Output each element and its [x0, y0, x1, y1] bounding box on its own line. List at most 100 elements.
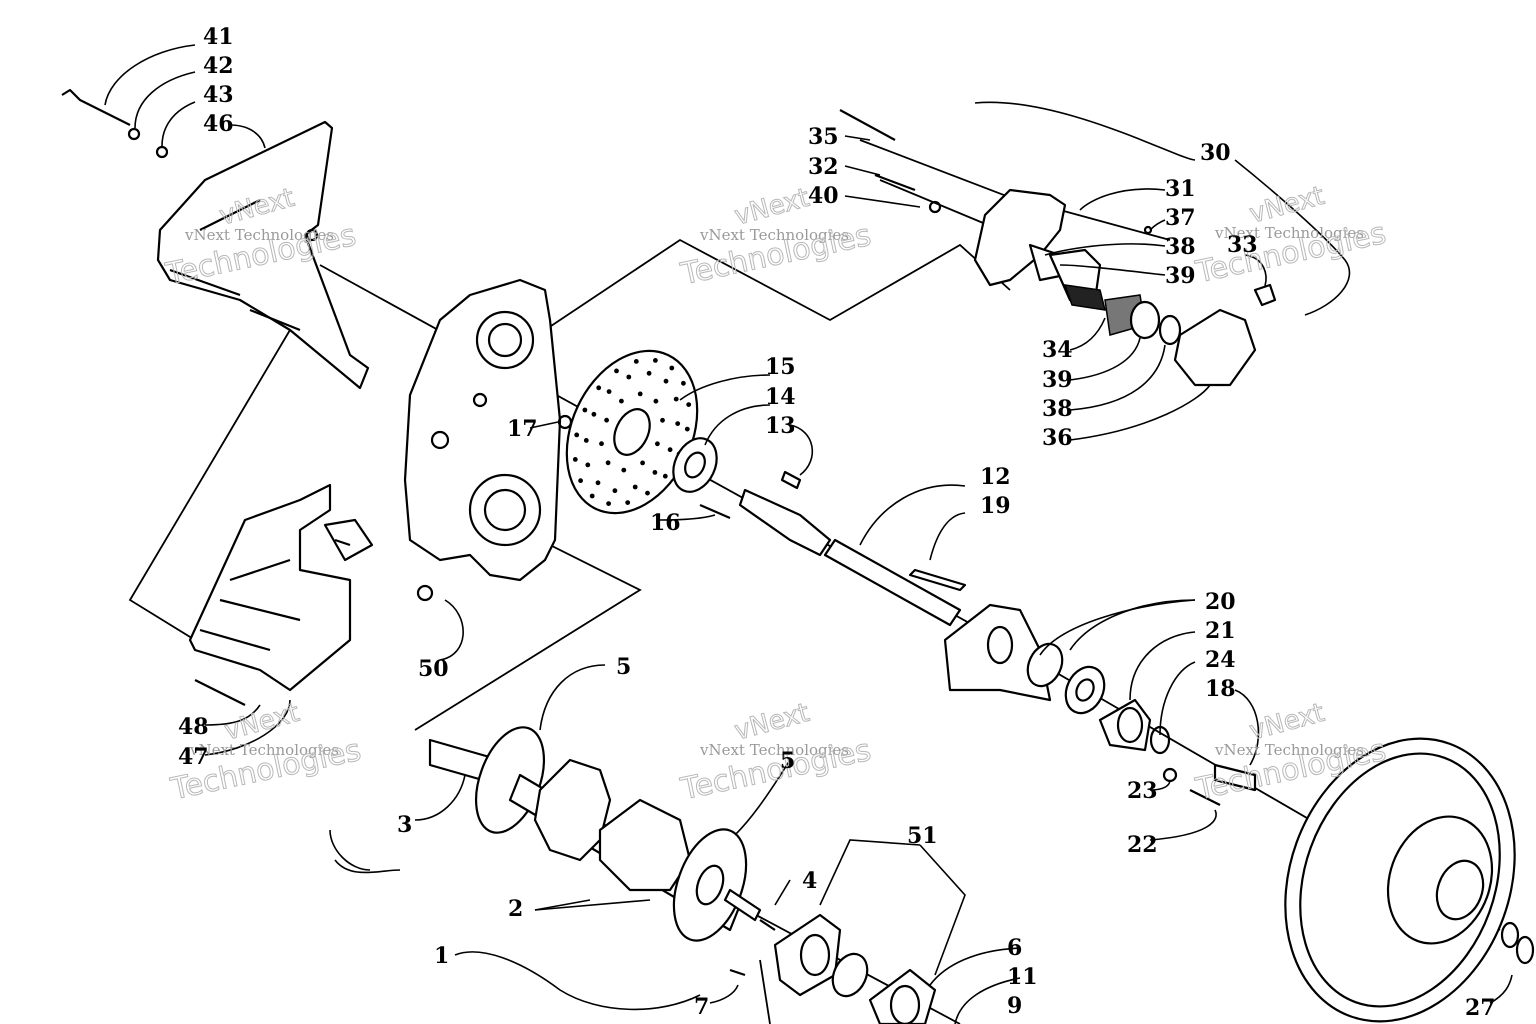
chain-case-housing [403, 278, 562, 582]
drive-shaft-assembly [428, 726, 762, 942]
label-35: 35 [808, 124, 839, 150]
disc-hole [595, 480, 601, 486]
watermark-1: vNext vNext Technologies Technologies [162, 182, 360, 292]
label-46: 46 [203, 111, 234, 137]
watermark-line-2: vNext Technologies [699, 741, 849, 759]
disc-hole [614, 368, 619, 374]
watermark-line-1: vNext [221, 698, 302, 747]
disc-hole [582, 407, 588, 413]
disc-hole [625, 500, 631, 505]
label-16: 16 [650, 510, 681, 536]
label-47: 47 [178, 744, 209, 770]
label-32: 32 [808, 154, 839, 180]
disc-hole [572, 457, 578, 462]
disc-hole [626, 374, 632, 380]
disc-hole [646, 370, 652, 376]
label-51: 51 [907, 823, 938, 849]
bearing-plates [773, 913, 937, 1024]
small-hardware [61, 88, 1221, 977]
label-5-left: 5 [616, 654, 631, 680]
label-6: 6 [1007, 935, 1022, 961]
watermark-line-1: vNext [731, 698, 812, 747]
label-33: 33 [1227, 232, 1258, 258]
watermark-line-2: vNext Technologies [184, 226, 334, 244]
label-4: 4 [802, 868, 817, 894]
disc-hole [645, 490, 650, 496]
label-13: 13 [765, 413, 796, 439]
label-15: 15 [765, 354, 796, 380]
disc-hole [606, 501, 611, 506]
disc-hole [578, 478, 583, 484]
disc-hole [681, 380, 686, 386]
disc-hole [652, 470, 658, 475]
bearing-housing [943, 603, 1257, 792]
label-39-upper: 39 [1165, 263, 1196, 289]
label-9: 9 [1007, 993, 1022, 1019]
disc-hole [605, 460, 611, 466]
watermark-line-1: vNext [1246, 698, 1327, 747]
upper-guard [156, 120, 370, 390]
disc-hole [621, 467, 627, 473]
disc-hole [604, 417, 609, 423]
disc-hole [591, 411, 597, 417]
disc-hole [684, 426, 690, 432]
label-36: 36 [1042, 425, 1073, 451]
label-42: 42 [203, 53, 234, 79]
disc-hole [662, 473, 668, 479]
label-34: 34 [1042, 337, 1073, 363]
disc-hole [653, 358, 658, 363]
disc-hole [655, 441, 660, 447]
label-48: 48 [178, 714, 209, 740]
watermark-5: vNext vNext Technologies Technologies [677, 697, 875, 807]
leader-lines [104, 44, 1513, 1024]
disc-hole [686, 402, 692, 407]
watermark-line-2: vNext Technologies [189, 741, 339, 759]
label-12: 12 [980, 464, 1011, 490]
label-43: 43 [203, 82, 234, 108]
label-24: 24 [1205, 647, 1236, 673]
disc-hole [574, 432, 580, 438]
label-19: 19 [980, 493, 1011, 519]
label-31: 31 [1165, 176, 1196, 202]
label-40: 40 [808, 183, 839, 209]
label-38-upper: 38 [1165, 234, 1196, 260]
watermark-line-2: vNext Technologies [1214, 224, 1364, 242]
watermark-line-1: vNext [731, 183, 812, 232]
disc-hole [589, 493, 595, 499]
brake-disc [565, 349, 699, 515]
label-27: 27 [1465, 995, 1496, 1021]
label-50: 50 [418, 656, 449, 682]
disc-hole [667, 447, 673, 453]
label-11: 11 [1007, 964, 1038, 990]
disc-hole [619, 398, 624, 404]
watermark-line-1: vNext [1246, 181, 1327, 230]
label-23: 23 [1127, 778, 1158, 804]
label-38-lower: 38 [1042, 396, 1073, 422]
label-17: 17 [507, 416, 538, 442]
watermarks: vNext vNext Technologies Technologies vN… [162, 180, 1390, 807]
brake-caliper [839, 109, 1277, 387]
watermark-3: vNext vNext Technologies Technologies [1192, 180, 1390, 290]
part-labels: 41 42 43 46 35 32 40 30 31 37 38 33 39 3… [178, 24, 1496, 1021]
label-14: 14 [765, 384, 796, 410]
shaft [738, 488, 967, 627]
disc-hole [596, 385, 602, 391]
watermark-line-2: vNext Technologies [699, 226, 849, 244]
label-39-lower: 39 [1042, 367, 1073, 393]
disc-hole [606, 389, 612, 394]
label-2: 2 [508, 896, 523, 922]
disc-hole [612, 488, 618, 494]
disc-hole [660, 417, 665, 423]
disc-hole [669, 365, 675, 371]
disc-hole [632, 484, 638, 490]
label-22: 22 [1127, 832, 1158, 858]
label-20: 20 [1205, 589, 1236, 615]
label-41: 41 [203, 24, 234, 50]
label-37: 37 [1165, 205, 1196, 231]
label-18: 18 [1205, 676, 1236, 702]
label-1: 1 [434, 943, 449, 969]
disc-hole [653, 398, 659, 404]
disc-hole [583, 438, 589, 443]
